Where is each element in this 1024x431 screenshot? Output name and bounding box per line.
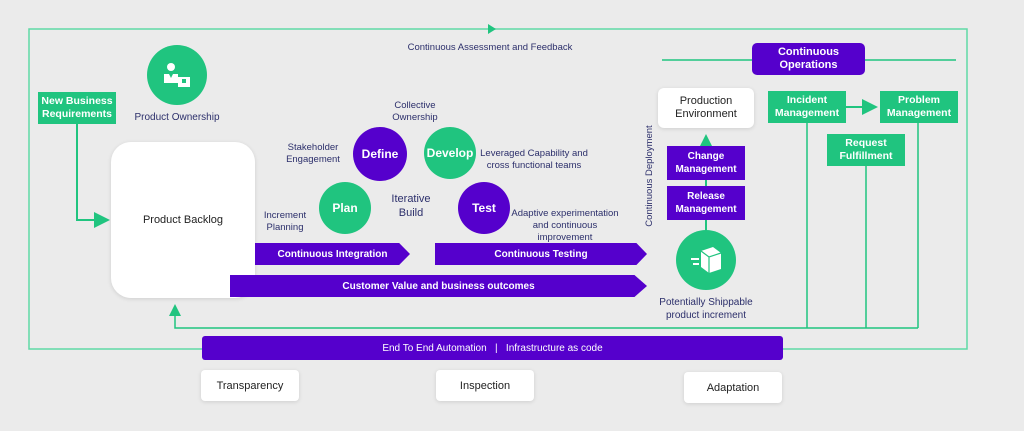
shippable-label: Potentially Shippable product increment	[659, 297, 753, 321]
return-to-backlog-line	[169, 304, 918, 329]
pillar-transparency: Transparency	[201, 370, 299, 401]
iterative-build-label: Iterative Build	[391, 193, 431, 219]
request-fulfillment-box[interactable]: Request Fulfillment	[827, 134, 905, 166]
product-ownership-label: Product Ownership	[134, 112, 220, 123]
release-management-box[interactable]: Release Management	[667, 186, 745, 220]
collective-ownership-label: Collective Ownership	[392, 100, 438, 123]
customer-value-band: Customer Value and business outcomes	[230, 275, 647, 297]
shippable-circle	[676, 230, 736, 290]
continuous-integration-band: Continuous Integration	[255, 243, 410, 265]
define-circle[interactable]: Define	[353, 127, 407, 181]
new-business-requirements-box[interactable]: New Business Requirements	[38, 92, 116, 124]
top-loop-arrow	[488, 24, 496, 34]
product-ownership-circle	[147, 45, 207, 105]
change-management-box[interactable]: Change Management	[667, 146, 745, 180]
continuous-testing-band: Continuous Testing	[435, 243, 647, 265]
develop-circle[interactable]: Develop	[424, 127, 476, 179]
pillar-adaptation: Adaptation	[684, 372, 782, 403]
production-environment-box[interactable]: Production Environment	[658, 88, 754, 128]
nbr-to-backlog-line	[76, 124, 110, 228]
problem-management-box[interactable]: Problem Management	[880, 91, 958, 123]
pillar-inspection: Inspection	[436, 370, 534, 401]
test-circle[interactable]: Test	[458, 182, 510, 234]
top-loop-label: Continuous Assessment and Feedback	[407, 42, 573, 53]
continuous-deployment-label: Continuous Deployment	[644, 125, 655, 227]
continuous-operations-box[interactable]: Continuous Operations	[752, 43, 865, 75]
stakeholder-engagement-label: Stakeholder Engagement	[286, 142, 340, 165]
shipping-box-icon	[691, 247, 722, 273]
product-owner-icon	[164, 63, 190, 87]
test-caption: Adaptive experimentation and continuous …	[511, 208, 619, 243]
product-backlog-box[interactable]: Product Backlog	[111, 142, 255, 298]
incident-management-box[interactable]: Incident Management	[768, 91, 846, 123]
automation-band: End To End Automation | Infrastructure a…	[202, 336, 783, 360]
increment-planning-label: Increment Planning	[263, 210, 307, 233]
plan-circle[interactable]: Plan	[319, 182, 371, 234]
develop-caption: Leveraged Capability and cross functiona…	[480, 148, 588, 171]
outer-feedback-loop	[28, 28, 968, 350]
